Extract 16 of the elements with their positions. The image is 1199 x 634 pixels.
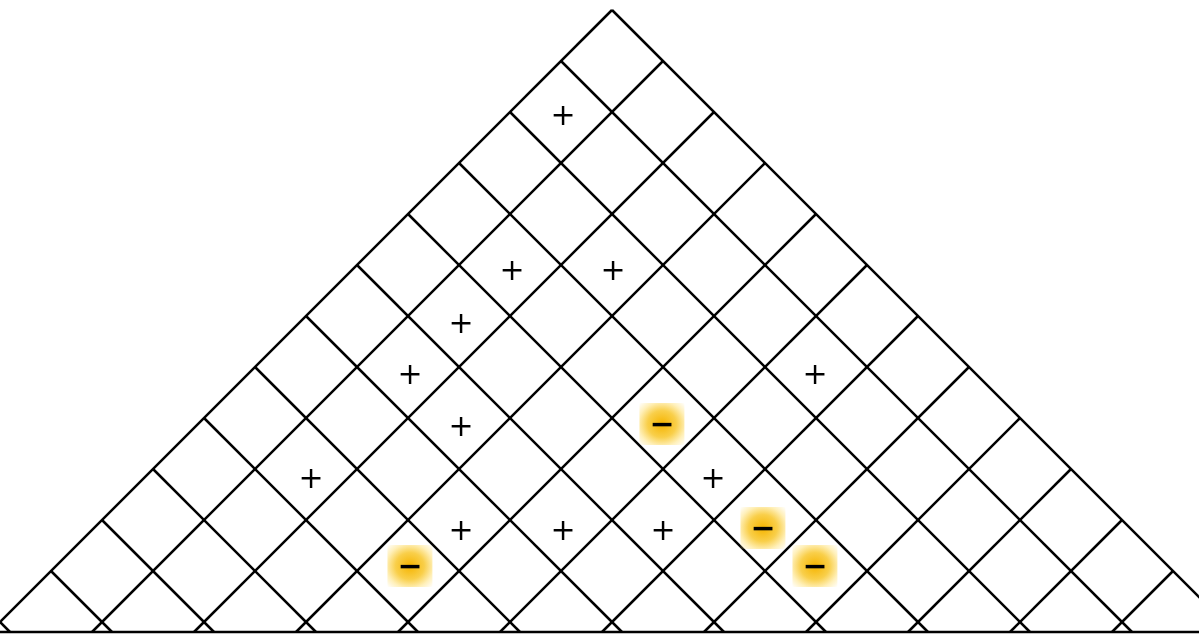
plus-sign: + bbox=[448, 515, 474, 545]
plus-sign: + bbox=[499, 255, 525, 285]
plus-sign: + bbox=[802, 359, 828, 389]
highlighted-minus-sign: − bbox=[792, 545, 838, 587]
plus-sign: + bbox=[600, 255, 626, 285]
plus-sign: + bbox=[448, 411, 474, 441]
highlighted-minus-sign: − bbox=[639, 403, 685, 445]
plus-sign: + bbox=[397, 359, 423, 389]
plus-sign: + bbox=[550, 515, 576, 545]
plus-sign: + bbox=[448, 308, 474, 338]
plus-sign: + bbox=[298, 463, 324, 493]
plus-sign: + bbox=[550, 100, 576, 130]
plus-sign: + bbox=[700, 463, 726, 493]
highlighted-minus-sign: − bbox=[740, 507, 786, 549]
plus-sign: + bbox=[650, 515, 676, 545]
highlighted-minus-sign: − bbox=[387, 545, 433, 587]
